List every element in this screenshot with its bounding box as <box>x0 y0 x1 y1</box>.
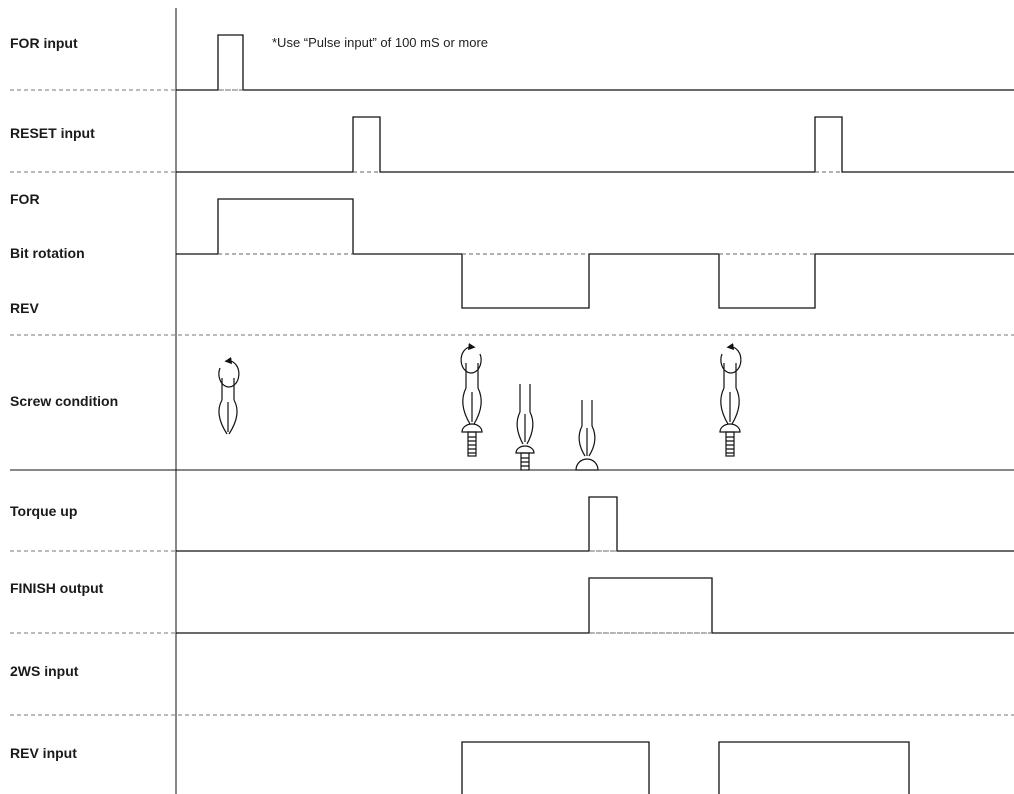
bit-with-screw-icon <box>516 384 534 470</box>
reset-input-signal <box>176 117 1014 172</box>
for-input-signal <box>176 35 1014 90</box>
rev-input-pulse-1 <box>462 742 649 794</box>
bit-seated-on-screw-icon <box>576 400 598 470</box>
row-dividers <box>10 90 1014 715</box>
bit-with-screw-rotating-reverse-icon <box>461 347 482 456</box>
torque-up-signal <box>176 497 1014 551</box>
bit-with-screw-rotating-forward-icon <box>720 347 741 456</box>
rev-input-pulse-2 <box>719 742 909 794</box>
finish-output-signal <box>176 578 1014 633</box>
bit-rotating-forward-icon <box>219 361 239 434</box>
bit-rotation-signal <box>176 199 1014 308</box>
